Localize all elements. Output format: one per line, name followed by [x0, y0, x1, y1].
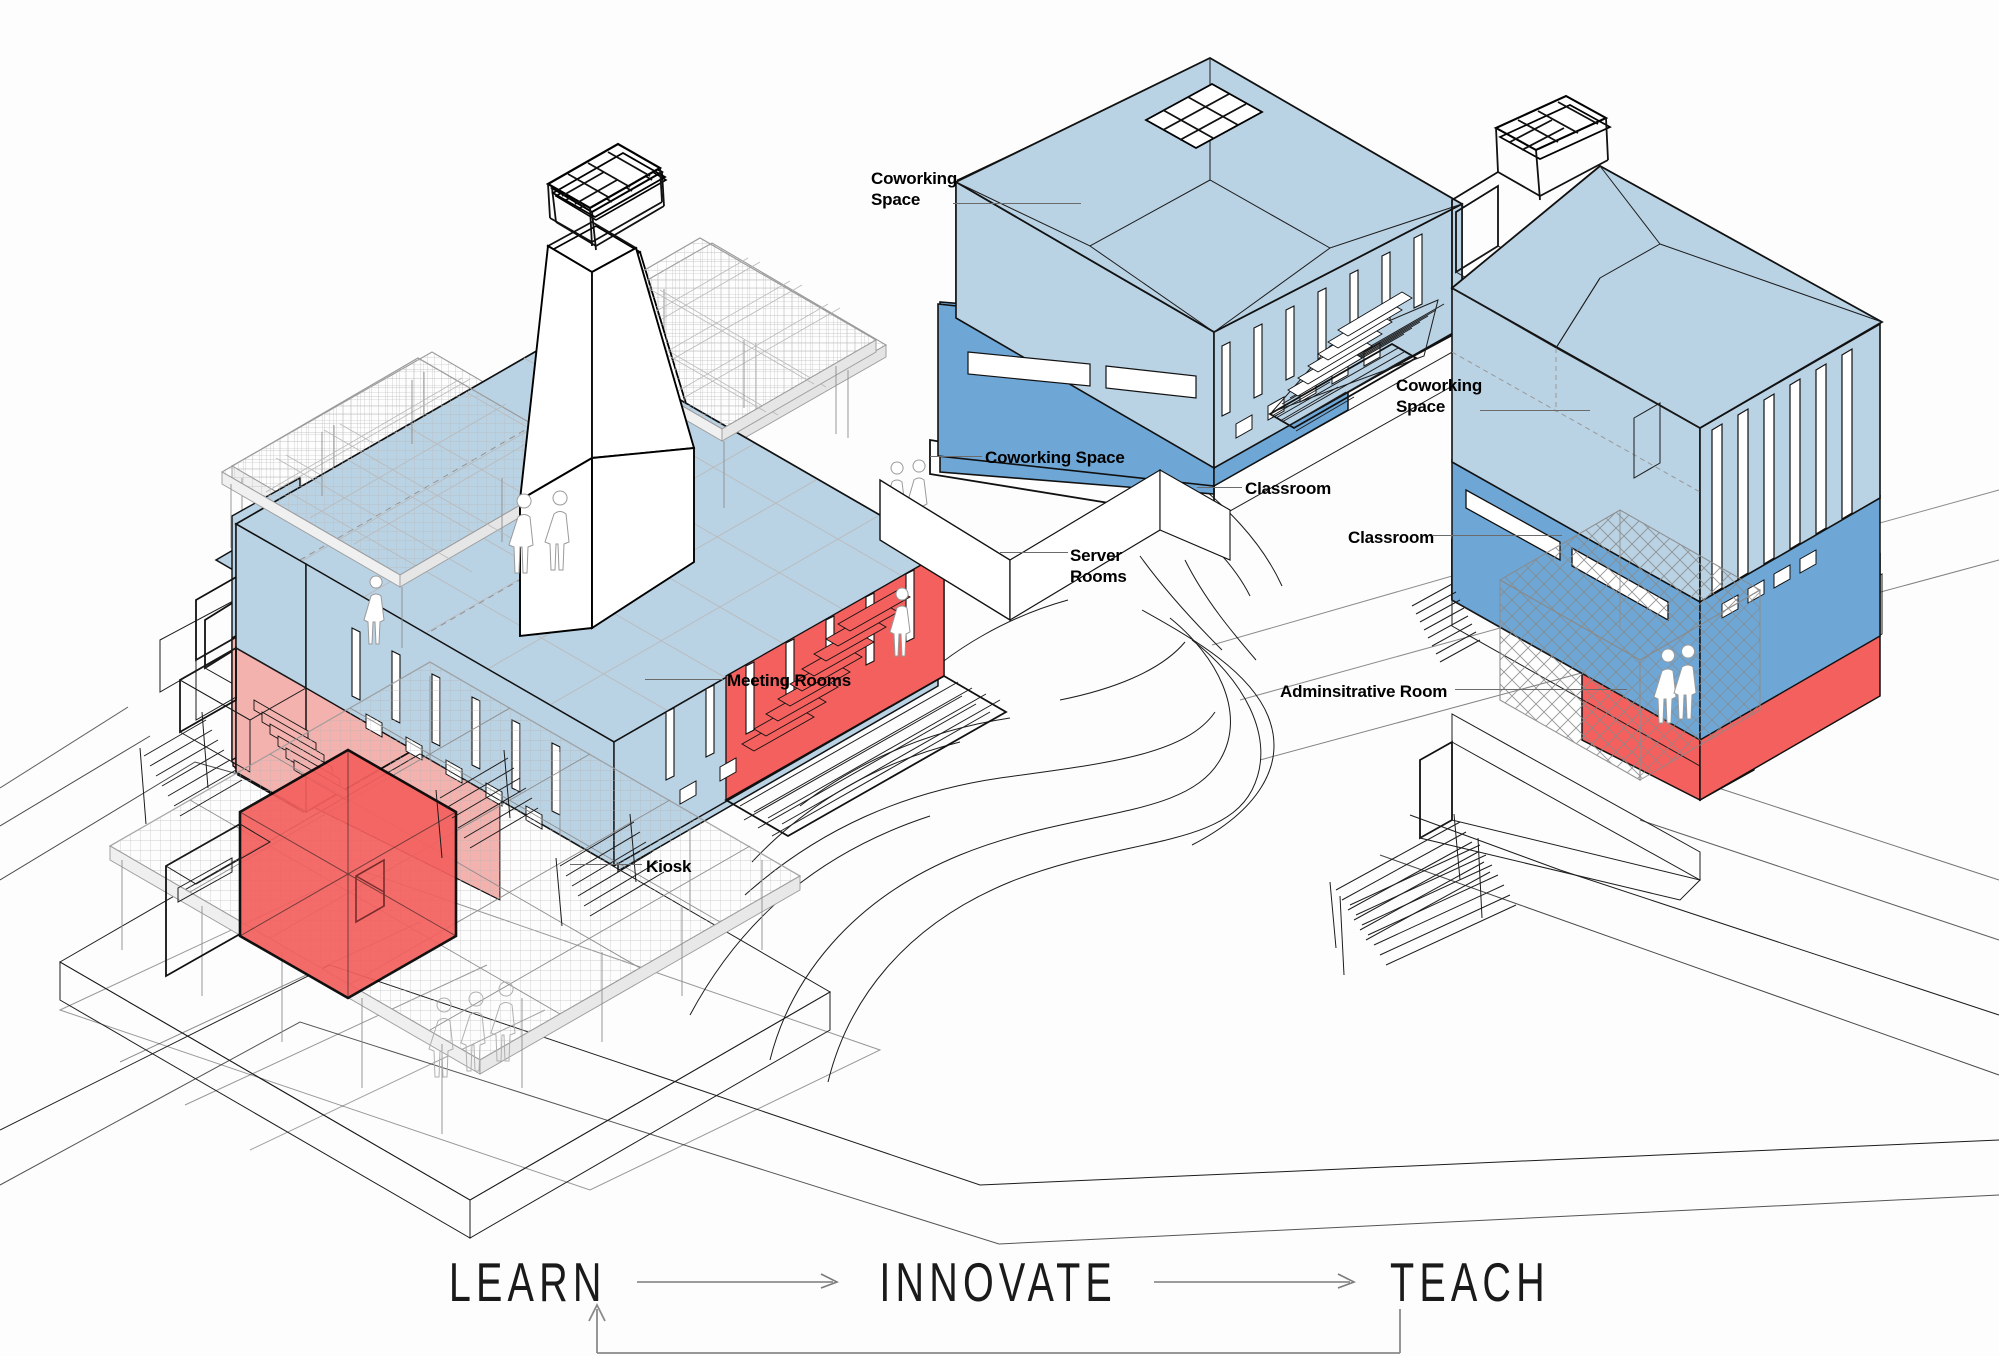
phase-teach: TEACH: [1390, 1251, 1551, 1313]
right-exterior-stair: [1329, 813, 1491, 949]
center-lower-windows: [967, 351, 1197, 399]
solar-panel-right: [1451, 94, 1612, 290]
leader-coworking-space-right: [1480, 410, 1590, 411]
right-chainlink-court: [1498, 509, 1762, 781]
label-classroom-lower: Classroom: [1348, 528, 1435, 547]
leader-administrative-room: [1455, 689, 1627, 690]
process-footer: LEARN INNOVATE TEACH: [0, 1251, 1999, 1356]
kiosk-volume: [238, 748, 458, 1000]
plaza-paths: [879, 468, 1231, 622]
leader-coworking-space-left: [930, 456, 982, 457]
figure-group-right: [1653, 644, 1697, 724]
process-phases-row: LEARN INNOVATE TEACH: [0, 1251, 1999, 1312]
figure-group-kiosk: [428, 981, 516, 1078]
kiosk-service-box: [165, 822, 271, 978]
leader-meeting-rooms: [645, 679, 723, 680]
phase-learn: LEARN: [448, 1251, 607, 1313]
center-exterior-stair: [1268, 299, 1445, 432]
arrow-innovate-to-teach: [1154, 1262, 1359, 1302]
label-server-rooms: Server Rooms: [1070, 546, 1127, 587]
label-classroom-upper: Classroom: [1245, 479, 1332, 498]
kiosk-pergola-group: [59, 661, 831, 1239]
label-coworking-space-center: Coworking Space: [871, 169, 958, 210]
center-stair-treads: [1271, 381, 1355, 432]
red-stair-treads: [741, 589, 911, 752]
left-exterior-stair: [724, 589, 1008, 838]
center-stair-inner: [1287, 291, 1413, 397]
solar-panel-icon-left: [545, 142, 667, 247]
center-skylight-frame: [1144, 82, 1264, 150]
feedback-loop-arrow: [588, 1302, 1401, 1354]
leader-classroom-upper: [1197, 487, 1242, 488]
right-roof-hips: [1451, 165, 1883, 429]
right-se-windows: [1711, 347, 1853, 596]
label-meeting-rooms: Meeting Rooms: [727, 671, 851, 690]
kiosk-stair-right: [435, 749, 539, 859]
kiosk-canopy-posts: [121, 676, 763, 1134]
center-building-def: [929, 56, 1541, 522]
leader-kiosk: [570, 864, 642, 865]
label-coworking-space-left: Coworking Space: [985, 448, 1125, 467]
center-upper-windows-sw: [1221, 233, 1423, 417]
label-coworking-space-right: Coworking Space: [1396, 376, 1483, 417]
arrow-learn-to-innovate: [637, 1262, 842, 1302]
figure-group-roof: [363, 490, 570, 645]
phase-innovate: INNOVATE: [879, 1251, 1118, 1313]
right-exterior-stair-2: [1411, 583, 1481, 663]
leader-classroom-lower: [1432, 535, 1562, 536]
center-roof-hips: [955, 58, 1463, 333]
right-building: [1329, 94, 1884, 949]
leader-server-rooms: [1000, 552, 1068, 553]
label-administrative-room: Adminsitrative Room: [1280, 682, 1448, 701]
left-balcony: [178, 646, 308, 773]
chimney-and-solar: [518, 142, 696, 638]
leader-coworking-space-center: [953, 203, 1081, 204]
right-retaining-wall: [1418, 713, 1701, 901]
label-kiosk: Kiosk: [646, 857, 692, 876]
kiosk-stair-left: [139, 711, 243, 825]
